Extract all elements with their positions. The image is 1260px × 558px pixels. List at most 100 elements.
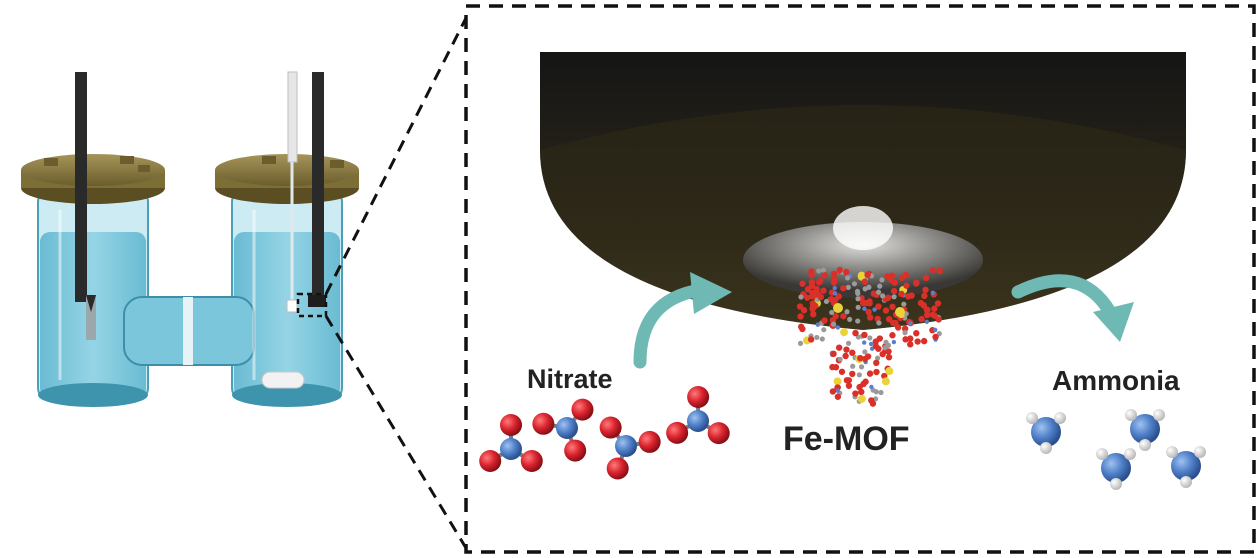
oxygen-atom [866, 370, 874, 377]
oxygen-atom [838, 368, 846, 375]
oxygen-atom [808, 271, 815, 279]
nitrogen-atom [1031, 417, 1061, 447]
oxygen-atom [890, 287, 898, 295]
hydrogen-atom [1026, 412, 1038, 424]
oxygen-atom [923, 311, 931, 319]
oxygen-atom [842, 352, 849, 360]
oxygen-atom [902, 271, 910, 279]
nitrogen-atom [815, 322, 821, 327]
oxygen-atom [638, 430, 661, 453]
carbon-atom [882, 345, 888, 351]
nitrogen-atom [868, 341, 874, 347]
carbon-atom [820, 267, 827, 273]
ammonia-molecules [1026, 409, 1206, 490]
oxygen-atom [902, 336, 909, 343]
oxygen-atom [901, 325, 909, 332]
oxygen-atom [810, 311, 817, 318]
oxygen-atom [830, 279, 838, 286]
oxygen-atom [932, 333, 939, 341]
oxygen-atom [852, 390, 859, 397]
carbon-atom [862, 349, 868, 355]
oxygen-atom [889, 303, 896, 311]
nitrogen-atom [933, 327, 938, 333]
counter-electrode [75, 72, 96, 340]
carbon-atom [856, 372, 862, 378]
carbon-atom [845, 340, 852, 346]
nitrate-molecule-icon [532, 398, 594, 462]
oxygen-atom [875, 303, 882, 310]
nitrogen-atom [872, 307, 877, 312]
oxygen-atom [799, 325, 806, 333]
iron-atom [885, 367, 894, 376]
fe-mof-label: Fe-MOF [783, 420, 910, 458]
oxygen-atom [796, 303, 804, 310]
oxygen-atom [908, 292, 915, 299]
carbon-atom [844, 275, 851, 281]
oxygen-atom [914, 338, 921, 345]
oxygen-atom [845, 382, 853, 389]
oxygen-atom [861, 331, 868, 339]
oxygen-atom [872, 343, 880, 350]
oxygen-atom [903, 282, 910, 289]
carbon-atom [855, 304, 861, 310]
oxygen-atom [797, 313, 804, 320]
nitrogen-atom [556, 417, 578, 439]
oxygen-atom [891, 279, 898, 286]
nitrogen-atom [861, 340, 867, 345]
carbon-atom [876, 320, 882, 326]
oxygen-atom [599, 416, 622, 439]
nitrate-molecule-icon [666, 386, 730, 445]
carbon-atom [829, 309, 835, 316]
curved-arrow-icon [1093, 302, 1134, 342]
oxygen-atom [868, 397, 875, 404]
oxygen-atom [834, 393, 842, 400]
oxygen-atom [894, 324, 902, 331]
ammonia-label: Ammonia [1052, 365, 1180, 396]
oxygen-atom [920, 337, 928, 345]
oxygen-atom [804, 294, 811, 301]
nitrogen-atom [891, 339, 897, 345]
zoom-source-box [296, 292, 328, 318]
carbon-atom [831, 321, 837, 327]
electrode-body-3d [540, 52, 1186, 330]
carbon-atom [874, 355, 881, 361]
carbon-atom [867, 335, 873, 341]
oxygen-atom [830, 270, 838, 278]
oxygen-atom [935, 316, 942, 323]
oxygen-atom [828, 296, 835, 303]
carbon-atom [879, 277, 885, 283]
nitrogen-atom [1101, 453, 1131, 483]
oxygen-atom [820, 287, 827, 294]
oxygen-atom [830, 350, 837, 358]
oxygen-atom [809, 303, 817, 311]
oxygen-atom [856, 383, 863, 391]
oxygen-atom [922, 286, 929, 294]
iron-atom [833, 377, 842, 386]
iron-atom [840, 328, 849, 337]
carbon-atom [837, 356, 843, 362]
carbon-atom [850, 363, 856, 369]
carbon-atom [855, 290, 861, 297]
oxygen-atom [840, 285, 847, 292]
hydrogen-atom [1124, 448, 1136, 460]
carbon-atom [877, 283, 883, 289]
oxygen-atom [913, 280, 920, 287]
oxygen-atom [885, 354, 893, 361]
iron-atom [833, 303, 843, 313]
iron-atom [857, 271, 866, 280]
oxygen-atom [817, 293, 825, 301]
oxygen-atom [864, 271, 871, 279]
oxygen-atom [843, 268, 850, 276]
ammonia-molecule-icon [1125, 409, 1165, 451]
oxygen-atom [849, 370, 856, 378]
oxygen-atom [873, 359, 880, 367]
zoom-projection-line-top [324, 17, 468, 295]
oxygen-atom [913, 330, 920, 337]
ammonia-molecule-icon [1026, 412, 1066, 454]
carbon-atom [847, 316, 853, 322]
hydrogen-atom [1153, 409, 1165, 421]
oxygen-atom [857, 354, 864, 362]
oxygen-atom [479, 450, 502, 472]
oxygen-atom [918, 315, 925, 323]
